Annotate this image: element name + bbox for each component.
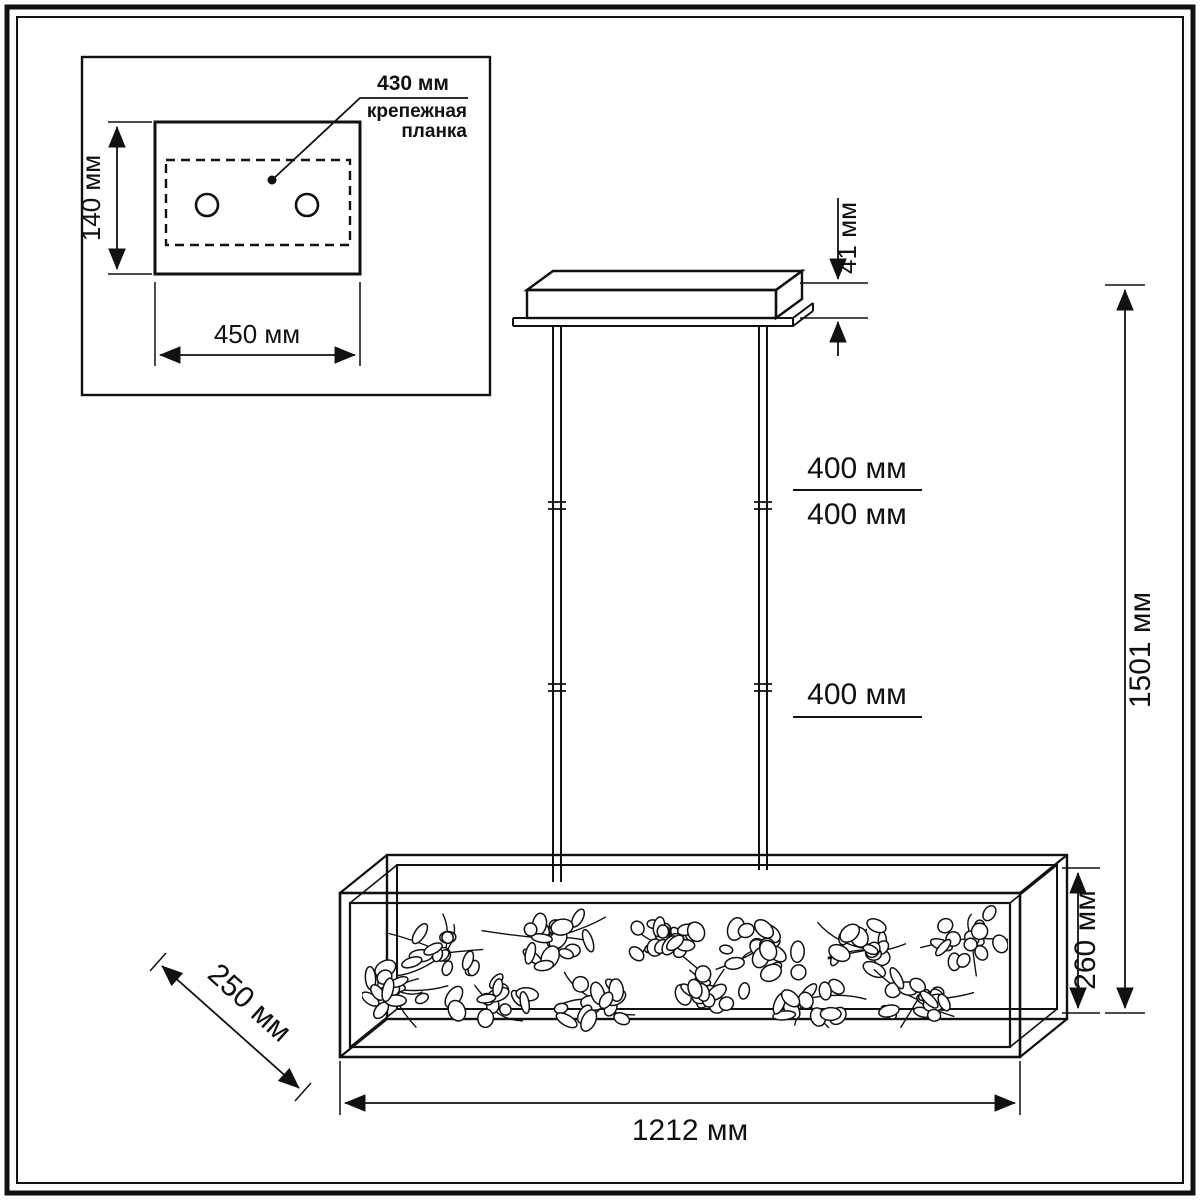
page-border bbox=[4, 4, 1196, 1196]
dim-plate-height-label: 140 мм bbox=[76, 155, 106, 241]
mounting-plate-inset: 430 мм крепежная планка 140 мм 450 мм bbox=[76, 55, 492, 397]
plate-dashed-bracket bbox=[164, 158, 352, 247]
dim-segment1-label: 400 мм bbox=[807, 452, 907, 485]
dim-rod-segments-upper: 400 мм 400 мм bbox=[793, 452, 922, 531]
mounting-hole-left bbox=[194, 192, 220, 218]
dim-segment2-label: 400 мм bbox=[807, 498, 907, 531]
dim-body-height: 260 мм bbox=[1062, 867, 1102, 1014]
fixture-depth-edges bbox=[339, 854, 1068, 1058]
dim-body-depth-label: 250 мм bbox=[201, 957, 297, 1048]
dim-body-height-label: 260 мм bbox=[1069, 890, 1102, 990]
plate-name-line1: крепежная bbox=[367, 101, 467, 122]
dim-body-width: 1212 мм bbox=[339, 1061, 1021, 1147]
suspension-rod-left bbox=[548, 327, 566, 882]
dim-segment3-label: 400 мм bbox=[807, 678, 907, 711]
decorative-floral-panel bbox=[362, 905, 1008, 1032]
dim-plate-height: 140 мм bbox=[76, 121, 152, 275]
dim-plate-width-label: 450 мм bbox=[214, 319, 300, 349]
suspension-rod-right bbox=[754, 327, 772, 870]
dim-canopy-height-label: 41 мм bbox=[832, 202, 862, 274]
dim-body-depth: 250 мм bbox=[149, 952, 312, 1102]
dim-total-height-label: 1501 мм bbox=[1124, 592, 1157, 708]
inset-frame bbox=[80, 55, 492, 397]
plate-outline bbox=[153, 120, 362, 276]
plate-leader bbox=[267, 97, 468, 185]
plate-name-line2: планка bbox=[401, 121, 467, 142]
dim-rod-segment-lower: 400 мм bbox=[793, 678, 922, 718]
dim-plate-width: 450 мм bbox=[154, 282, 361, 366]
dim-canopy-height: 41 мм bbox=[800, 198, 868, 356]
ceiling-canopy bbox=[512, 268, 814, 327]
fixture-front-frame bbox=[338, 891, 1022, 1059]
dim-body-width-label: 1212 мм bbox=[632, 1114, 748, 1147]
plate-width-label: 430 мм bbox=[377, 72, 449, 95]
mounting-hole-right bbox=[294, 192, 320, 218]
dim-total-height: 1501 мм bbox=[1105, 284, 1157, 1014]
